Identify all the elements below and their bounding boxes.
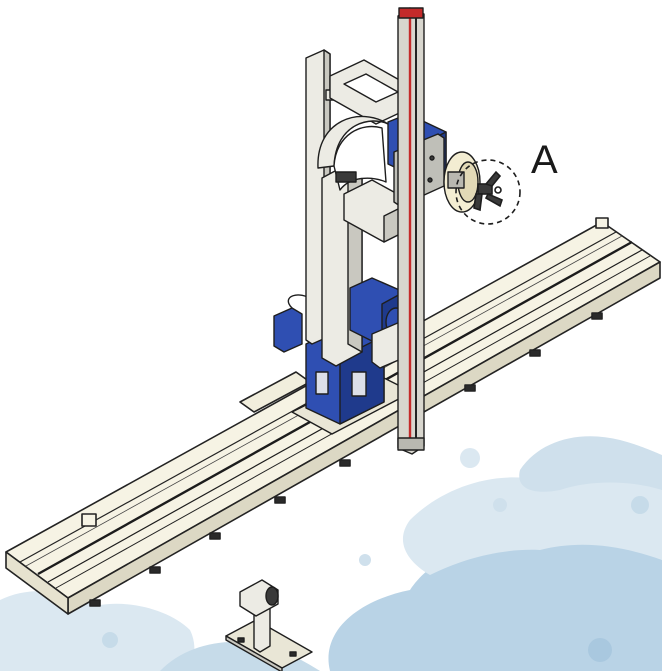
splash-dot (631, 496, 649, 514)
rail-foot (339, 459, 351, 467)
detail-callout (455, 159, 521, 225)
splash-dot (493, 498, 507, 512)
travel-motor (273, 307, 303, 353)
faceplate-hub (447, 171, 465, 189)
splash-dot (460, 448, 480, 468)
rail-foot (209, 532, 221, 540)
pedestal-unit (225, 579, 313, 671)
vertical-axis-foot (397, 437, 425, 451)
pedestal-plate-edge (225, 635, 283, 671)
plate-bolt (429, 155, 435, 161)
rail-foot (529, 349, 541, 357)
rail-foot (591, 312, 603, 320)
vertical-axis-cap (398, 7, 424, 19)
dashed-circle-detail-callout-icon (455, 159, 521, 225)
carriage-window (315, 371, 329, 395)
gripper-tool-icon (473, 170, 503, 212)
end-effector (443, 151, 481, 213)
pedestal-head-cap (265, 586, 279, 606)
callout-label: A (531, 138, 558, 182)
pedestal-bolt (237, 637, 245, 643)
rail-foot (149, 566, 161, 574)
background-splash (0, 436, 662, 671)
rail-foot (274, 496, 286, 504)
carriage-window (351, 371, 367, 397)
splash-blob-left (0, 590, 195, 671)
splash-blob-right (519, 436, 662, 492)
rail-end-stop (81, 513, 97, 527)
splash-dot (359, 554, 371, 566)
rail-foot (89, 599, 101, 607)
mast-clamp (335, 171, 357, 183)
splash-blob-mid (402, 468, 662, 575)
pedestal-bolt (289, 651, 297, 657)
vertical-axis (397, 7, 425, 455)
splash-dot (102, 632, 118, 648)
rail-foot (464, 384, 476, 392)
plate-bolt (427, 177, 433, 183)
splash-dot (588, 638, 612, 662)
rail-left-end (5, 551, 69, 615)
splash-blob-main (328, 529, 662, 671)
rail-end-stop (595, 217, 609, 229)
